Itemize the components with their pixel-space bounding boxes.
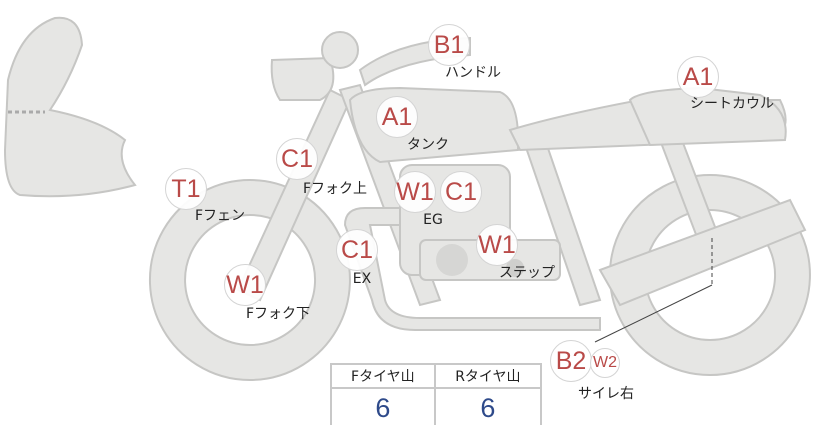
handlebar-code-badge[interactable]: B1	[428, 24, 470, 66]
step-label: ステップ	[499, 265, 555, 281]
fork-upper-label: Fフォク上	[302, 181, 368, 197]
fork-upper-code-badge[interactable]: C1	[276, 138, 318, 180]
rear-tire-header: Rタイヤ山	[433, 363, 543, 389]
engine-code-badge-1[interactable]: W1	[394, 171, 436, 213]
front-cowl	[3, 16, 137, 198]
exhaust-label: EX	[352, 271, 372, 287]
engine-code-badge-2[interactable]: C1	[440, 171, 482, 213]
engine-label: EG	[423, 212, 443, 228]
muffler	[598, 198, 807, 307]
tank-code-badge[interactable]: A1	[376, 96, 418, 138]
fork-lower-code-badge[interactable]: W1	[224, 264, 266, 306]
fork-lower-label: Fフォク下	[245, 306, 311, 322]
handlebar-label: ハンドル	[445, 65, 501, 81]
front-tire-header: Fタイヤ山	[330, 363, 436, 389]
front-tire-value: 6	[330, 387, 436, 425]
muffler-right-code-badge[interactable]: B2	[550, 340, 592, 382]
front-fender-label: Fフェン	[194, 208, 246, 224]
tire-tread-table: Fタイヤ山 Rタイヤ山 6 6	[330, 363, 543, 425]
front-fender-code-badge[interactable]: T1	[165, 168, 207, 210]
rear-tire-value: 6	[433, 387, 543, 425]
muffler-right-label: サイレ右	[578, 386, 634, 402]
tank-label: タンク	[407, 137, 449, 153]
front-wheel	[148, 179, 351, 381]
exhaust-code-badge[interactable]: C1	[336, 229, 378, 271]
step-code-badge[interactable]: W1	[476, 224, 518, 266]
seat-cowl-code-badge[interactable]: A1	[677, 56, 719, 98]
muffler-right-code-badge-2[interactable]: W2	[590, 348, 620, 378]
seat-cowl-label: シートカウル	[690, 96, 774, 112]
